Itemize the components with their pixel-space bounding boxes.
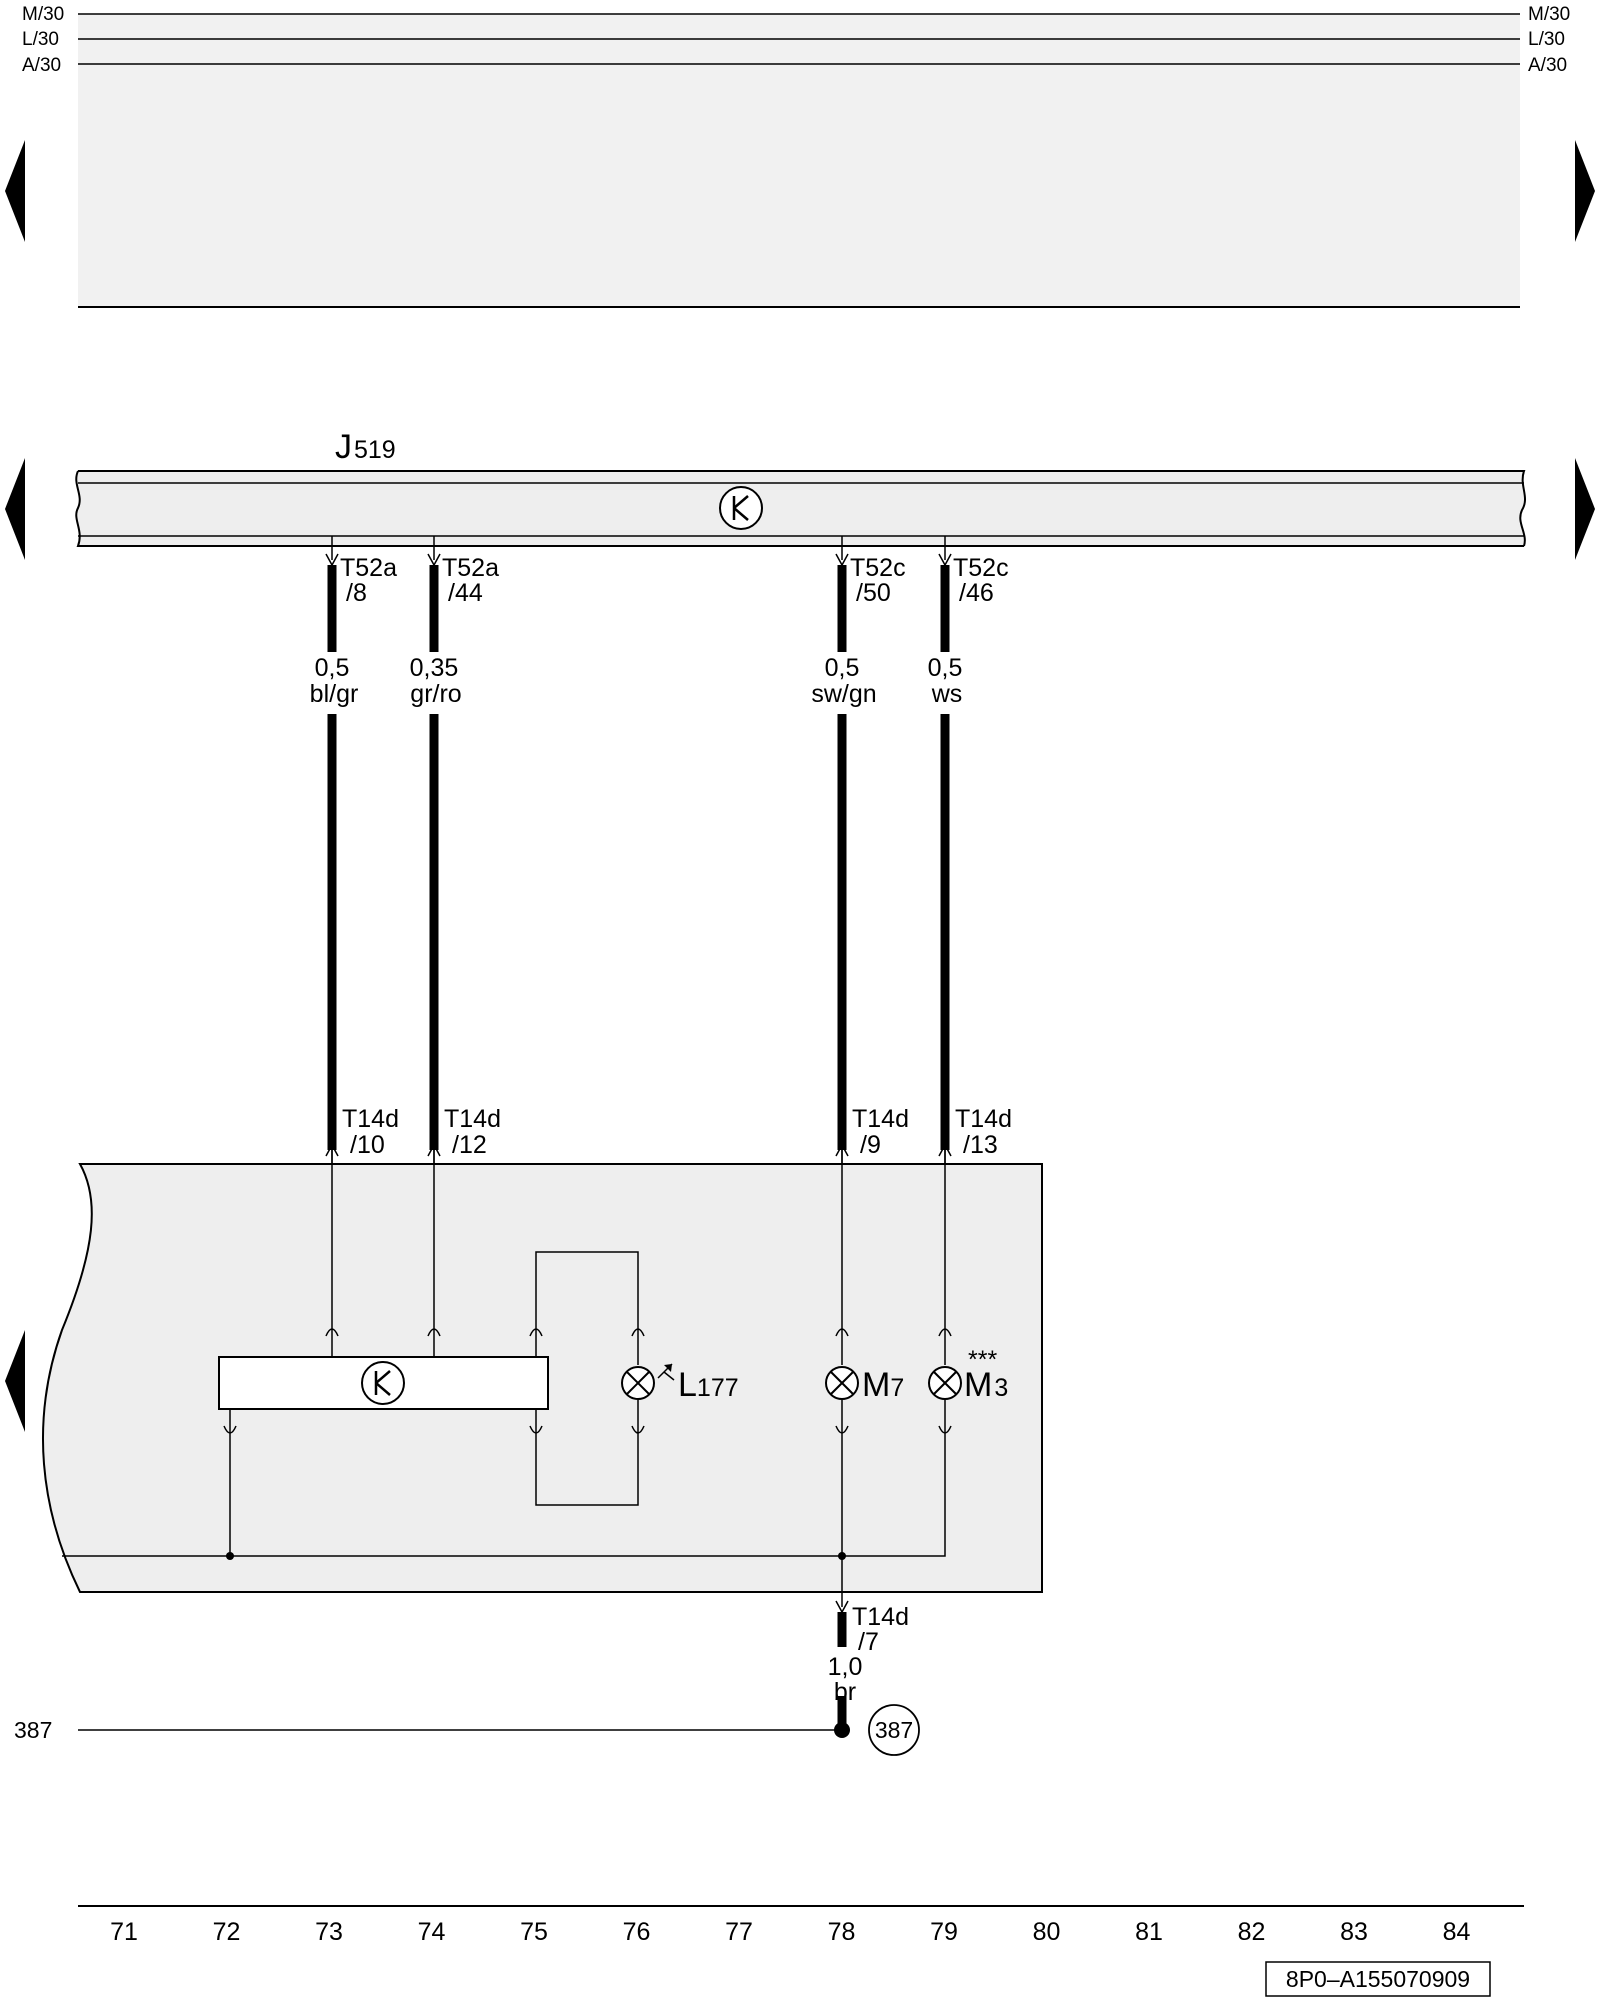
wire-bottom-pin-label: T14d — [444, 1105, 501, 1133]
rail-label-left-l30: L/30 — [22, 29, 59, 50]
ground-pin-number: /7 — [858, 1628, 879, 1656]
supply-rail-panel — [78, 13, 1520, 308]
wire-gauge: 0,35 — [410, 654, 459, 682]
wire-top-pin-number: /44 — [448, 579, 483, 607]
next-page-arrow-icon[interactable] — [1575, 458, 1595, 560]
wire-bottom-pin-label: T14d — [955, 1105, 1012, 1133]
reference-code: 8P0–A155070909 — [1286, 1966, 1470, 1992]
wire-top-pin-label: T52c — [953, 554, 1009, 582]
wire-top-pin-label: T52a — [442, 554, 499, 582]
bulb-m3-icon — [928, 1366, 962, 1400]
column-number: 77 — [725, 1918, 753, 1946]
column-number: 79 — [930, 1918, 958, 1946]
connector-arc — [835, 1328, 849, 1337]
bulb-m7-icon — [825, 1366, 859, 1400]
bulb-m3-footnote: *** — [968, 1346, 997, 1374]
wire-top-pin-number: /46 — [959, 579, 994, 607]
rail-label-right-l30: L/30 — [1528, 29, 1565, 50]
column-number: 75 — [520, 1918, 548, 1946]
connector-arcs — [223, 1328, 952, 1434]
wire-color: ws — [931, 680, 963, 708]
prev-page-arrow-icon[interactable] — [5, 140, 25, 242]
wire-color: gr/ro — [410, 680, 461, 708]
ground-wire-gauge: 1,0 — [828, 1653, 863, 1681]
column-number: 76 — [623, 1918, 651, 1946]
connector-arc — [938, 1328, 952, 1337]
wire-top-pin-number: /8 — [346, 579, 367, 607]
wire-top-pin-label: T52a — [340, 554, 397, 582]
wire-gauge: 0,5 — [928, 654, 963, 682]
wire-gauge: 0,5 — [315, 654, 350, 682]
connector-arc — [427, 1328, 441, 1337]
lamp-module — [218, 1356, 549, 1410]
column-number: 71 — [110, 1918, 138, 1946]
connector-arc — [938, 1425, 952, 1434]
rail-label-right-a30: A/30 — [1528, 55, 1567, 76]
reference-code-box: 8P0–A155070909 — [1265, 1961, 1491, 1997]
wire-color: bl/gr — [310, 680, 359, 708]
control-unit-label: J519 — [335, 428, 396, 466]
wire-bottom-pin-label: T14d — [852, 1105, 909, 1133]
wire-bottom-pin-number: /12 — [452, 1131, 487, 1159]
column-number: 73 — [315, 1918, 343, 1946]
connector-arc — [529, 1328, 543, 1337]
wire-bottom-pin-number: /13 — [963, 1131, 998, 1159]
connector-arc — [835, 1425, 849, 1434]
connector-arc — [325, 1328, 339, 1337]
ground-pin-label: T14d — [852, 1603, 909, 1631]
ground-ref-badge[interactable]: 387 — [868, 1704, 920, 1756]
connector-arc — [223, 1425, 237, 1434]
wire-gauge: 0,5 — [825, 654, 860, 682]
prev-page-arrow-icon[interactable] — [5, 1330, 25, 1432]
column-number: 82 — [1238, 1918, 1266, 1946]
lamp-module-symbol-icon — [361, 1361, 405, 1405]
column-number: 80 — [1033, 1918, 1061, 1946]
connector-arc — [631, 1425, 645, 1434]
ground-point — [78, 1722, 850, 1738]
wire-color: sw/gn — [811, 680, 876, 708]
prev-page-arrow-icon[interactable] — [5, 458, 25, 560]
ground-ref-badge-label: 387 — [875, 1717, 913, 1743]
bulb-m7-label: M7 — [862, 1366, 904, 1404]
bulb-m3-label: M3 — [964, 1366, 1008, 1404]
wire-top-pin-number: /50 — [856, 579, 891, 607]
column-numbers: 71 72 73 74 75 76 77 78 79 80 81 82 83 84 — [110, 1918, 1470, 1946]
column-number: 74 — [418, 1918, 446, 1946]
ground-line-ref-label: 387 — [14, 1717, 52, 1743]
junction-dot — [838, 1552, 846, 1560]
wire-group: T52a/80,5bl/grT14d/10T52a/440,35gr/roT14… — [310, 536, 1012, 1164]
control-unit-j519 — [75, 470, 1526, 547]
connector-arc — [631, 1328, 645, 1337]
column-number: 78 — [828, 1918, 856, 1946]
wire-bottom-pin-number: /10 — [350, 1131, 385, 1159]
wire-bottom-pin-label: T14d — [342, 1105, 399, 1133]
bulb-l177-label: L177 — [678, 1366, 739, 1404]
bulb-l177-icon — [621, 1363, 675, 1400]
column-number: 81 — [1135, 1918, 1163, 1946]
control-unit-symbol-icon — [719, 486, 763, 530]
junction-dot — [226, 1552, 234, 1560]
column-number: 72 — [213, 1918, 241, 1946]
wire-top-pin-label: T52c — [850, 554, 906, 582]
next-page-arrow-icon[interactable] — [1575, 140, 1595, 242]
connector-arc — [529, 1425, 543, 1434]
column-number: 83 — [1340, 1918, 1368, 1946]
rail-label-left-m30: M/30 — [22, 4, 64, 25]
wire-bottom-pin-number: /9 — [860, 1131, 881, 1159]
rail-label-left-a30: A/30 — [22, 55, 61, 76]
column-number: 84 — [1443, 1918, 1471, 1946]
ground-wire-color: br — [834, 1678, 856, 1706]
rail-label-right-m30: M/30 — [1528, 4, 1570, 25]
